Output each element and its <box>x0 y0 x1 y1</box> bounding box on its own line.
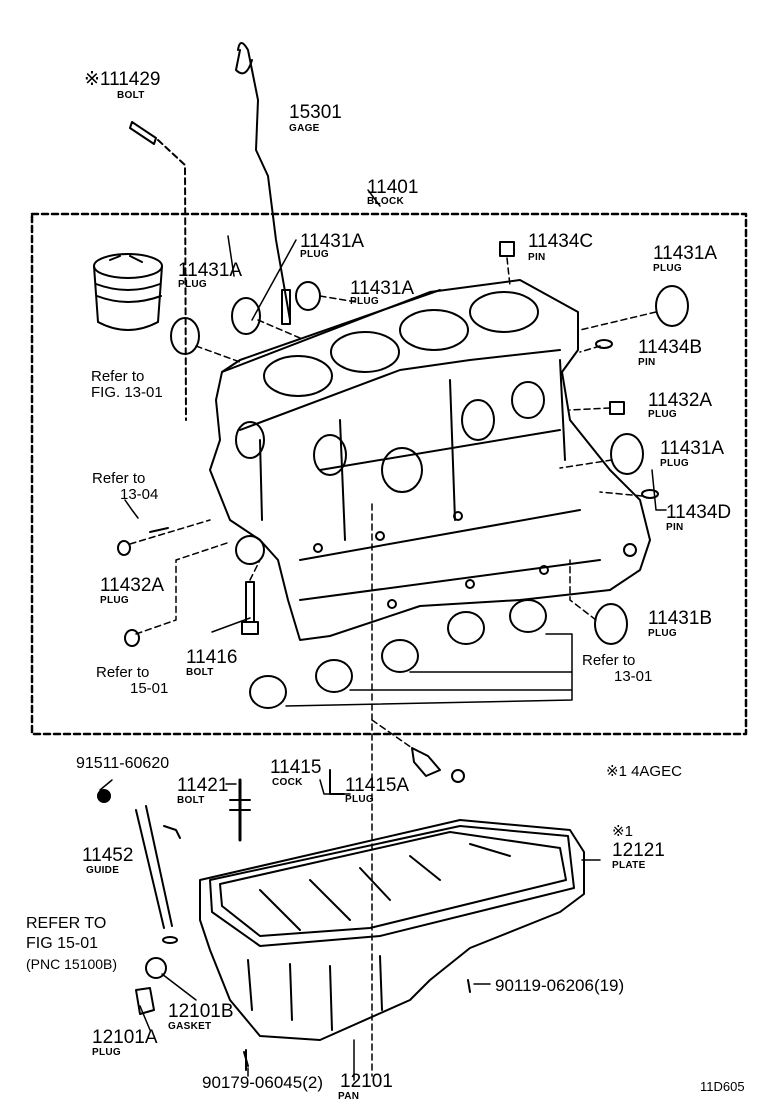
part-desc-plug-11431B: PLUG <box>648 628 677 639</box>
part-number-11431A-right: 11431A <box>653 243 718 264</box>
part-number-111429: ※111429 <box>84 69 161 90</box>
part-number-11431B: 11431B <box>648 608 713 629</box>
reference-note-pnc: (PNC 15100B) <box>26 956 118 972</box>
engine-note-4agec: ※1 4AGEC <box>606 763 682 780</box>
reference-note-13-01b-line1: Refer to <box>582 652 636 669</box>
part-number-11416: 11416 <box>186 647 238 668</box>
diagram-code: 11D605 <box>700 1079 745 1094</box>
bearing-drawings <box>249 599 573 709</box>
part-desc-pin-d: PIN <box>666 522 684 533</box>
oil-gage-guide-drawing <box>97 789 471 1071</box>
reference-note-15-01-line2: 15-01 <box>130 680 169 697</box>
block-group-boundary <box>30 212 748 736</box>
cylinder-block-drawing <box>209 279 651 641</box>
pan-leaders <box>139 859 601 1081</box>
reference-note-13-01-line2: FIG. 13-01 <box>91 384 163 401</box>
part-desc-plug-11415A: PLUG <box>345 794 374 805</box>
plug-drawings <box>117 241 689 647</box>
part-desc-plug-small: PLUG <box>350 296 379 307</box>
part-desc-plug-right2: PLUG <box>660 458 689 469</box>
part-number-11401: 11401 <box>367 177 419 198</box>
part-number-11452: 11452 <box>82 845 134 866</box>
reference-note-13-01b-line2: 13-01 <box>614 668 653 685</box>
part-number-11421: 11421 <box>177 775 229 796</box>
part-desc-cock: COCK <box>272 777 303 788</box>
part-desc-plug-mid: PLUG <box>300 249 329 260</box>
solid-leaders <box>99 189 667 795</box>
part-number-11432A-left: 11432A <box>100 575 165 596</box>
reference-note-15-01-line1: Refer to <box>96 664 150 681</box>
oil-pan-drawing <box>199 778 585 1041</box>
part-number-11434B: 11434B <box>638 337 703 358</box>
part-desc-plug-left: PLUG <box>178 279 207 290</box>
part-number-12101B: 12101B <box>168 1001 234 1022</box>
part-number-11431A-left: 11431A <box>178 260 243 281</box>
part-number-11431A-mid: 11431A <box>300 231 365 252</box>
piston-drawing <box>93 253 163 331</box>
part-number-12101A: 12101A <box>92 1027 158 1048</box>
part-desc-pin-b: PIN <box>638 357 656 368</box>
drain-cock-drawing <box>329 747 465 795</box>
part-desc-plug-11432A-left: PLUG <box>100 595 129 606</box>
reference-note-13-04-line2: 13-04 <box>120 486 159 503</box>
reference-note-13-04-line1: Refer to <box>92 470 146 487</box>
reference-note-13-01-line1: Refer to <box>91 368 145 385</box>
part-number-11431A-small: 11431A <box>350 278 415 299</box>
reference-note-refer-to: REFER TO <box>26 915 107 932</box>
leader-lines <box>129 257 657 1077</box>
part-desc-plate: PLATE <box>612 860 646 871</box>
bolt-111429-drawing <box>129 121 187 421</box>
part-desc-gasket: GASKET <box>168 1021 212 1032</box>
part-desc-plug-12101A: PLUG <box>92 1047 121 1058</box>
part-desc-pan: PAN <box>338 1091 360 1102</box>
part-number-90179-06045: 90179-06045(2) <box>202 1073 323 1092</box>
part-desc-bolt-11416: BOLT <box>186 667 214 678</box>
part-desc-pin-c: PIN <box>528 252 546 263</box>
part-desc-bolt: BOLT <box>117 90 145 101</box>
note-mark-1: ※1 <box>612 823 633 840</box>
part-number-90119-06206: 90119-06206(19) <box>495 976 625 995</box>
part-desc-bolt-11421: BOLT <box>177 795 205 806</box>
reference-note-fig-15-01: FIG 15-01 <box>26 935 99 952</box>
part-number-11415A: 11415A <box>345 775 410 796</box>
bolt-11416-drawing <box>241 581 259 635</box>
part-desc-guide: GUIDE <box>86 865 120 876</box>
part-number-12121: 12121 <box>612 840 665 861</box>
part-number-11415: 11415 <box>270 757 322 778</box>
part-number-11434D: 11434D <box>666 502 732 523</box>
part-number-11432A-right: 11432A <box>648 390 713 411</box>
part-desc-block: BLOCK <box>367 196 405 207</box>
part-desc-plug-right: PLUG <box>653 263 682 274</box>
part-desc-plug-11432A-right: PLUG <box>648 409 677 420</box>
part-number-91511-60620: 91511-60620 <box>76 755 170 772</box>
part-desc-gage: GAGE <box>289 123 320 134</box>
part-number-11434C: 11434C <box>528 231 594 252</box>
oil-level-gage-drawing <box>235 42 291 325</box>
part-number-12101: 12101 <box>340 1071 393 1092</box>
part-number-11431A-right2: 11431A <box>660 438 725 459</box>
part-number-15301: 15301 <box>289 102 342 123</box>
